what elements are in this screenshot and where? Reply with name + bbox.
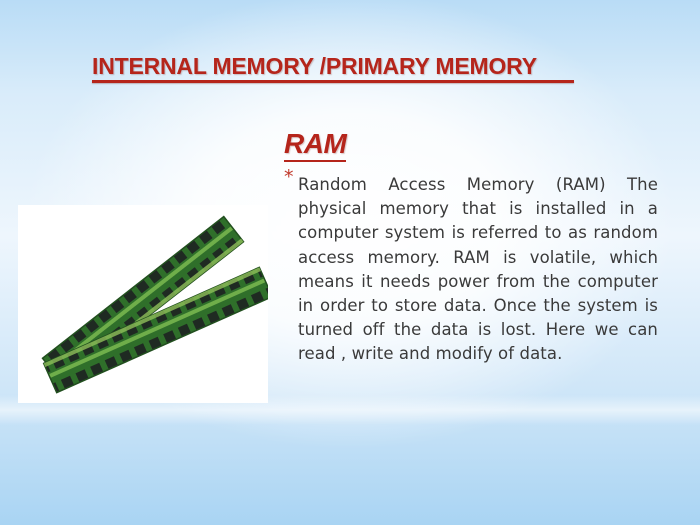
subtitle-underline	[284, 160, 346, 162]
ram-image	[18, 205, 268, 403]
title-underline	[92, 80, 574, 83]
ram-modules-icon	[41, 215, 268, 394]
slide-title: INTERNAL MEMORY /PRIMARY MEMORY	[92, 53, 537, 79]
ram-description-text: Random Access Memory (RAM) The physical …	[298, 175, 658, 364]
asterisk-bullet-icon: *	[284, 166, 294, 188]
section-heading-ram: RAM	[284, 128, 347, 159]
